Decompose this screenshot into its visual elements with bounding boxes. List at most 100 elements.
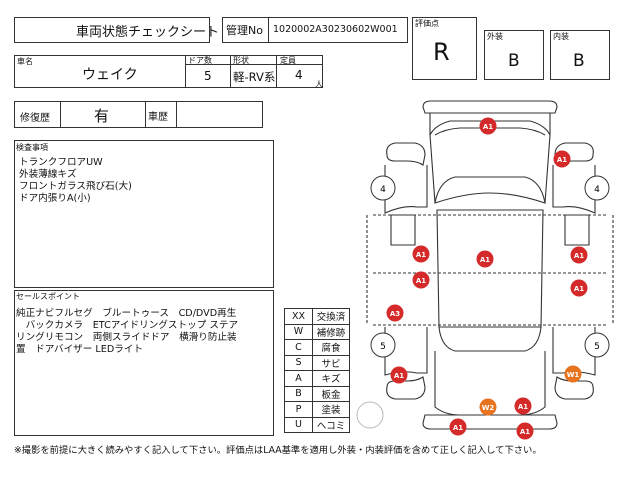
sheet-title: 車両状態チェックシート bbox=[76, 25, 220, 40]
svg-text:5: 5 bbox=[380, 342, 386, 352]
damage-marker: A3 bbox=[386, 304, 404, 322]
car-name-value: ウェイク bbox=[82, 67, 138, 83]
selling-points-box bbox=[14, 290, 274, 436]
capacity-unit: 人 bbox=[315, 80, 323, 89]
inspection-line: フロントガラス飛び石(大) bbox=[19, 181, 132, 192]
title-box bbox=[14, 17, 210, 43]
damage-marker: A1 bbox=[476, 250, 494, 268]
repair-history-value: 有 bbox=[94, 107, 110, 125]
repair-box bbox=[14, 101, 263, 128]
doors-value: 5 bbox=[204, 69, 212, 83]
legend-code: B bbox=[284, 385, 313, 402]
legend-meaning: 交換済 bbox=[312, 308, 350, 325]
tire-front-right: 4 bbox=[584, 175, 610, 201]
damage-marker: A1 bbox=[570, 279, 588, 297]
svg-text:A1: A1 bbox=[574, 252, 584, 260]
legend-meaning: 腐食 bbox=[312, 339, 350, 356]
legend-code: XX bbox=[284, 308, 313, 325]
mgmt-label: 管理No bbox=[226, 24, 263, 37]
mgmt-box bbox=[222, 17, 408, 43]
inspection-line: ドア内張りA(小) bbox=[19, 193, 91, 204]
legend-code: A bbox=[284, 370, 313, 387]
selling-point-line: 置 ドアバイザー LEDライト bbox=[16, 344, 143, 355]
overall-grade-value: R bbox=[433, 38, 450, 66]
tire-rear-right: 5 bbox=[584, 332, 610, 358]
svg-text:5: 5 bbox=[594, 342, 600, 352]
legend-meaning: キズ bbox=[312, 370, 350, 387]
svg-text:A1: A1 bbox=[416, 251, 426, 259]
selling-points-label: セールスポイント bbox=[16, 292, 80, 301]
footnote: ※撮影を前提に大きく読みやすく記入して下さい。評価点はLAA基準を適用し外装・内… bbox=[14, 445, 542, 456]
damage-marker: A1 bbox=[412, 245, 430, 263]
legend-meaning: 板金 bbox=[312, 385, 350, 402]
repair-history-label: 修復歴 bbox=[20, 113, 50, 124]
svg-text:A1: A1 bbox=[453, 424, 463, 432]
car-name-label: 車名 bbox=[17, 57, 33, 66]
damage-marker: W2 bbox=[479, 398, 497, 416]
svg-text:A1: A1 bbox=[416, 277, 426, 285]
interior-grade-box bbox=[550, 30, 610, 80]
tire-front-left: 4 bbox=[370, 175, 396, 201]
legend-code: U bbox=[284, 416, 313, 433]
svg-text:A1: A1 bbox=[394, 372, 404, 380]
damage-marker: A1 bbox=[553, 150, 571, 168]
damage-marker: A1 bbox=[514, 397, 532, 415]
svg-text:W1: W1 bbox=[567, 371, 580, 379]
mgmt-value: 1020002A30230602W001 bbox=[273, 24, 398, 35]
damage-marker: A1 bbox=[570, 246, 588, 264]
legend-meaning: 塗装 bbox=[312, 401, 350, 418]
damage-marker: A1 bbox=[412, 271, 430, 289]
legend-meaning: 補修跡 bbox=[312, 323, 350, 340]
tire-rear-left: 5 bbox=[370, 332, 396, 358]
svg-text:A1: A1 bbox=[518, 403, 528, 411]
interior-grade-value: B bbox=[573, 51, 585, 71]
doors-label: ドア数 bbox=[188, 56, 212, 65]
shape-label: 形状 bbox=[233, 56, 249, 65]
shape-value: 軽-RV系 bbox=[233, 70, 276, 84]
svg-text:A1: A1 bbox=[480, 256, 490, 264]
inspection-line: トランクフロアUW bbox=[19, 157, 103, 168]
svg-text:A3: A3 bbox=[390, 310, 400, 318]
interior-grade-label: 内装 bbox=[553, 32, 569, 41]
selling-point-line: 純正ナビフルセグ ブルートゥース CD/DVD再生 bbox=[16, 308, 237, 319]
damage-marker: A1 bbox=[449, 418, 467, 436]
spare-tire-icon bbox=[356, 401, 384, 429]
exterior-grade-box bbox=[484, 30, 544, 80]
damage-marker: A1 bbox=[390, 366, 408, 384]
exterior-grade-value: B bbox=[508, 51, 520, 71]
legend-code: C bbox=[284, 339, 313, 356]
svg-text:A1: A1 bbox=[557, 156, 567, 164]
damage-marker: A1 bbox=[516, 422, 534, 440]
legend-code: W bbox=[284, 323, 313, 340]
svg-text:4: 4 bbox=[594, 185, 600, 195]
capacity-label: 定員 bbox=[280, 56, 296, 65]
capacity-value: 4 bbox=[295, 68, 303, 82]
damage-marker: A1 bbox=[479, 117, 497, 135]
legend-meaning: サビ bbox=[312, 354, 350, 371]
svg-text:A1: A1 bbox=[574, 285, 584, 293]
legend-meaning: ヘコミ bbox=[312, 416, 350, 433]
selling-point-line: バックカメラ ETCアイドリングストップ ステア bbox=[16, 320, 239, 331]
inspection-label: 検査事項 bbox=[16, 143, 48, 152]
vehicle-info-box bbox=[14, 55, 323, 88]
car-outline bbox=[366, 100, 614, 430]
damage-marker: W1 bbox=[564, 365, 582, 383]
svg-text:4: 4 bbox=[380, 185, 386, 195]
legend-code: P bbox=[284, 401, 313, 418]
selling-point-line: リングリモコン 両側スライドドア 横滑り防止装 bbox=[16, 332, 237, 343]
inspection-line: 外装薄線キズ bbox=[19, 169, 77, 180]
legend-code: S bbox=[284, 354, 313, 371]
svg-text:W2: W2 bbox=[482, 404, 495, 412]
svg-text:A1: A1 bbox=[520, 428, 530, 436]
